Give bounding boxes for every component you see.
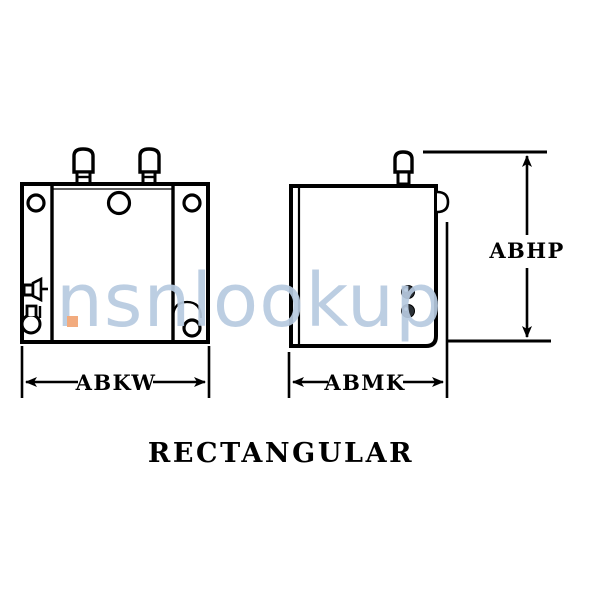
fastener-lower-highlight (404, 307, 408, 311)
dimension-abhp: ABHP (423, 150, 564, 343)
right-bracket-tab (436, 190, 450, 214)
side-view (289, 150, 450, 352)
drawing-caption: RECTANGULAR (148, 438, 414, 469)
dimension-abkw: ABKW (20, 346, 211, 398)
abmk-label: ABMK (323, 370, 405, 395)
abkw-label: ABKW (75, 370, 157, 395)
mounting-hole-bottom-right (182, 318, 202, 338)
front-view (20, 147, 210, 344)
connector-stud-top (393, 150, 414, 186)
connector-stud-right (138, 147, 161, 186)
mounting-hole-top-right (182, 193, 202, 213)
center-port-hole (106, 190, 132, 216)
mounting-hole-top-left (26, 193, 46, 213)
right-strip-recess (171, 300, 203, 319)
fastener-upper (401, 285, 415, 299)
side-view-body (289, 184, 438, 348)
abhp-label: ABHP (488, 238, 564, 263)
lower-side-fitting (20, 304, 42, 335)
upper-side-fitting (22, 276, 48, 303)
dimension-abmk: ABMK (287, 352, 449, 398)
fastener-lower (401, 304, 415, 318)
connector-stud-left (72, 147, 95, 186)
fastener-upper-highlight (404, 288, 408, 292)
